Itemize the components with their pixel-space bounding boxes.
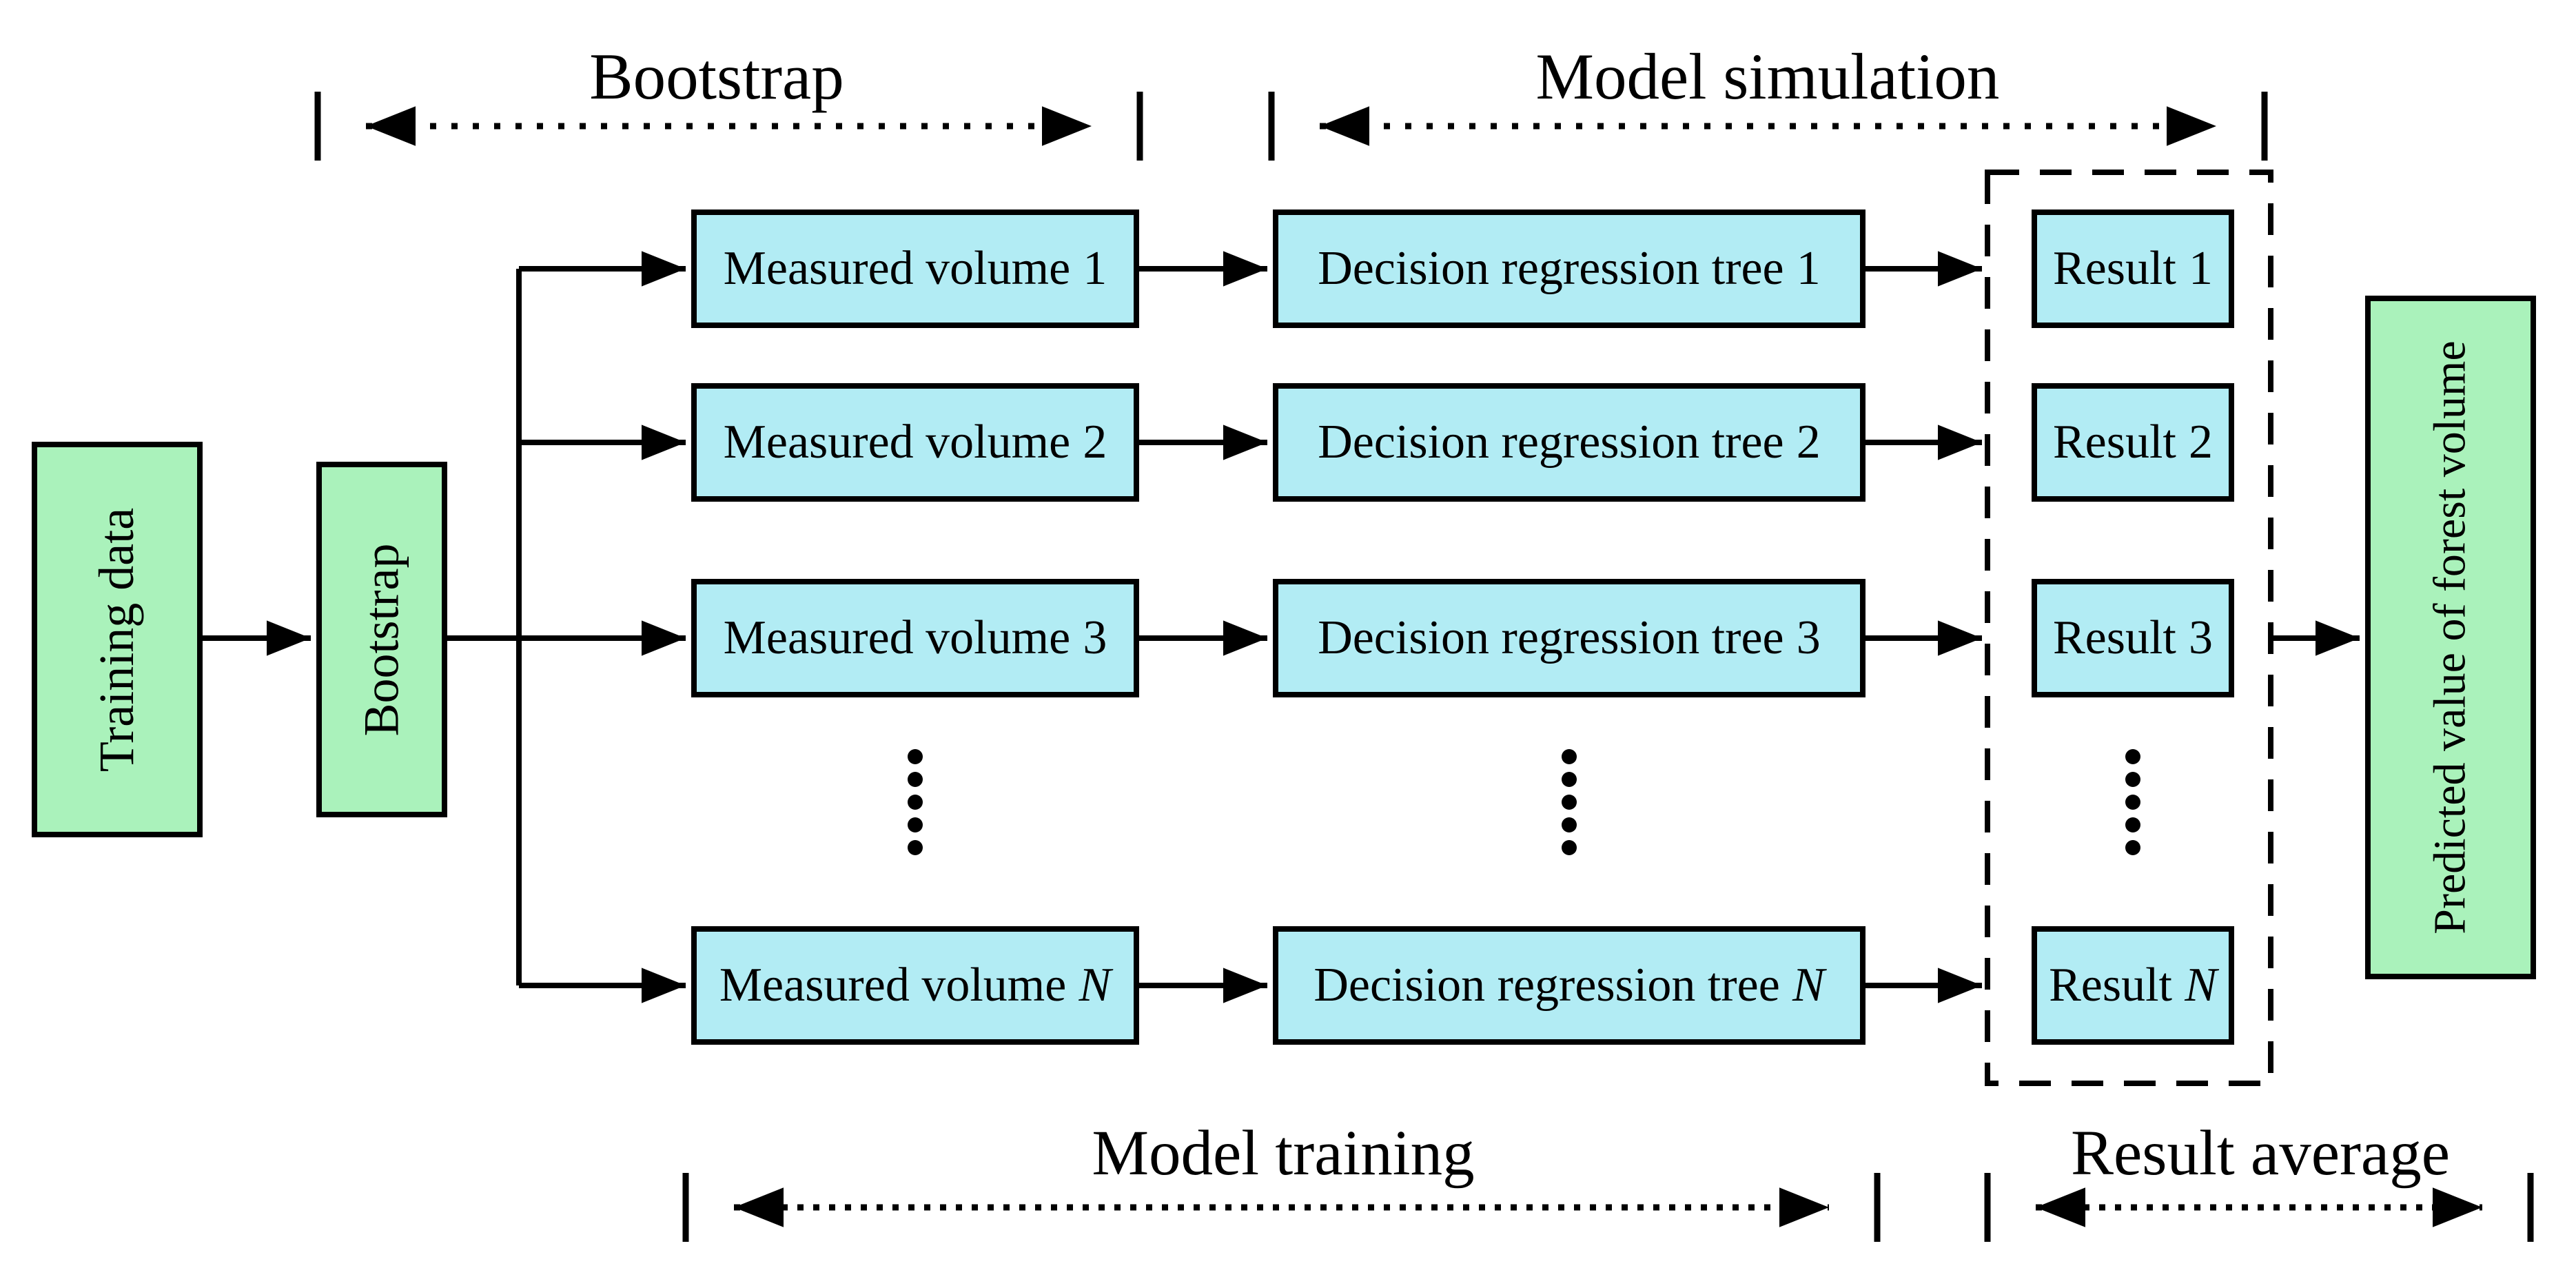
bootstrap-box: Bootstrap <box>316 462 447 817</box>
bootstrap-box-label: Bootstrap <box>354 543 409 736</box>
training-data-label: Training data <box>89 507 145 772</box>
bootstrap-phase-label: Bootstrap <box>589 40 844 113</box>
training-data-box: Training data <box>32 442 203 837</box>
result-average-bracket-arrow <box>1984 1173 2534 1242</box>
model-training-bracket-arrow <box>682 1173 1881 1242</box>
model-simulation-phase-label: Model simulation <box>1535 40 2000 113</box>
vertical-ellipsis-measured <box>908 749 923 855</box>
vertical-ellipsis-results <box>2125 749 2140 855</box>
bootstrap-bracket-arrow <box>314 92 1143 161</box>
model-training-phase-label: Model training <box>1092 1118 1475 1189</box>
model-simulation-bracket-arrow <box>1268 92 2268 161</box>
vertical-ellipsis-trees <box>1562 749 1577 855</box>
predicted-value-label: Predicted value of forest volume <box>2425 340 2476 934</box>
result-average-phase-label: Result average <box>2070 1118 2450 1189</box>
flow-arrows <box>202 251 2360 1003</box>
results-dashed-group-border <box>1985 170 2273 1086</box>
predicted-value-box: Predicted value of forest volume <box>2365 296 2536 979</box>
